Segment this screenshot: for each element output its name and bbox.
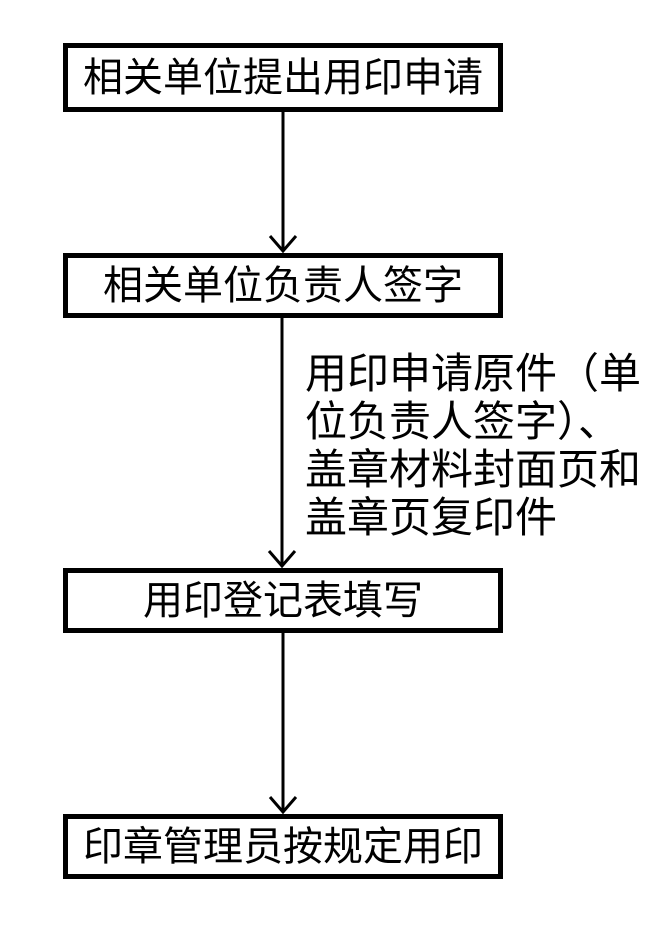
annotation-line: 盖章页复印件 — [305, 496, 558, 542]
flow-step-label-4: 印章管理员按规定用印 — [83, 823, 483, 869]
down-arrow-3 — [268, 633, 298, 814]
flow-step-label-2: 相关单位负责人签字 — [103, 262, 463, 308]
flow-step-box-2: 相关单位负责人签字 — [63, 253, 503, 318]
annotation-line: 盖章材料封面页和 — [305, 448, 642, 494]
down-arrow-1 — [268, 112, 298, 253]
flow-step-box-3: 用印登记表填写 — [63, 568, 503, 633]
flow-step-box-1: 相关单位提出用印申请 — [63, 43, 503, 112]
flow-step-label-1: 相关单位提出用印申请 — [83, 54, 483, 100]
arrow-head — [267, 550, 297, 568]
flow-step-label-3: 用印登记表填写 — [143, 577, 423, 623]
connector-annotation: 用印申请原件（单 位负责人签字）、 盖章材料封面页和 盖章页复印件 — [305, 351, 641, 543]
flow-step-box-4: 印章管理员按规定用印 — [63, 814, 503, 879]
annotation-line: 位负责人签字）、 — [305, 400, 621, 446]
arrow-head — [268, 796, 298, 814]
annotation-line: 用印申请原件（单 — [305, 352, 642, 398]
down-arrow-2 — [267, 318, 297, 568]
arrow-head — [268, 235, 298, 253]
